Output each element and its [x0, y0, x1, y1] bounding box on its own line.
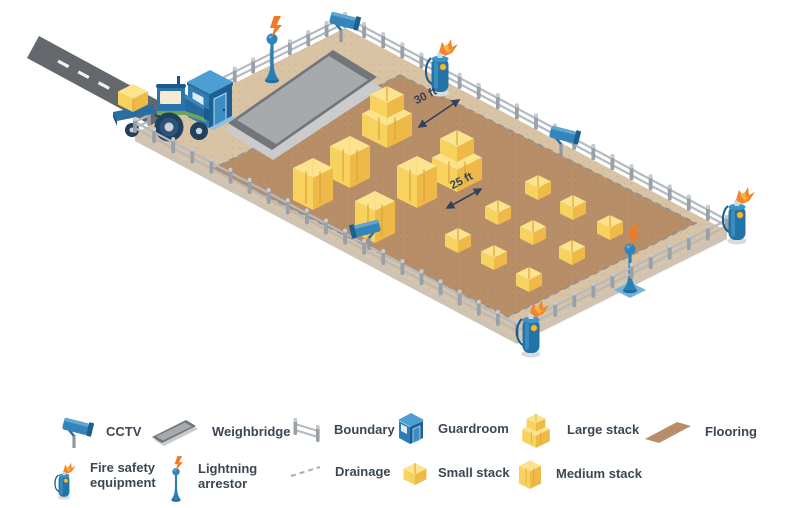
equipment-front-layer [348, 187, 755, 358]
legend-label-drainage: Drainage [335, 463, 391, 479]
drainage-icon [290, 466, 321, 477]
legend-label-guardroom: Guardroom [438, 420, 509, 436]
legend-item-cctv: CCTV [48, 412, 141, 452]
small-stack [525, 175, 551, 200]
trailer-bed [113, 104, 157, 121]
weighbridge-icon [152, 420, 198, 446]
legend-item-boundary: Boundary [290, 414, 395, 446]
legend-label-lightning-arrestor: Lightning arrestor [198, 461, 258, 491]
large-stack-icon [522, 413, 550, 448]
bale-right [133, 91, 148, 112]
small-stack [559, 240, 585, 265]
legend-item-fire-safety: Fire safety equipment [50, 452, 164, 500]
equipment-back-layer [265, 11, 582, 156]
small-stack [485, 200, 511, 225]
medium-stack [330, 136, 370, 188]
hay-stacks [293, 86, 623, 292]
legend-label-flooring: Flooring [705, 423, 757, 439]
large-stack [432, 130, 482, 192]
legend-label-fire-safety: Fire safety equipment [90, 460, 156, 490]
fire-extinguisher [424, 39, 458, 97]
guardroom-icon [398, 413, 424, 444]
large-stack [362, 86, 412, 148]
flooring-icon [645, 422, 691, 443]
boundary-fence-front [133, 117, 729, 336]
fire-extinguisher [515, 300, 549, 358]
column-spacing-arrow [445, 188, 483, 209]
legend-label-medium-stack: Medium stack [556, 465, 642, 481]
tractor-exhaust [177, 76, 180, 87]
tractor-roof [156, 84, 186, 88]
tractor-window [160, 91, 181, 104]
cctv-icon [62, 417, 95, 448]
cctv-camera [348, 219, 381, 250]
fire-extinguisher [721, 187, 755, 245]
medium-stack [293, 158, 333, 210]
bale-left [118, 91, 133, 112]
legend-item-flooring: Flooring [641, 418, 757, 446]
trailer-side [113, 112, 117, 126]
small-stack [560, 195, 586, 220]
small-stack [597, 215, 623, 240]
yard-scene: 30 ft 25 ft [27, 11, 755, 358]
small-stack [445, 228, 471, 253]
small-stack [481, 245, 507, 270]
legend-label-cctv: CCTV [106, 423, 142, 439]
cctv-camera [329, 11, 362, 42]
medium-stack [397, 156, 437, 208]
row-spacing-arrow [417, 99, 461, 128]
legend-item-lightning-arrestor: Lightning arrestor [166, 452, 272, 502]
weighbridge [224, 50, 382, 160]
legend-item-drainage: Drainage [289, 462, 391, 482]
legend-item-guardroom: Guardroom [396, 410, 509, 448]
tractor-grill [204, 107, 209, 121]
legend-item-weighbridge: Weighbridge [148, 416, 290, 448]
tractor-hood-top [185, 94, 206, 111]
fire-extinguisher-icon [54, 462, 76, 500]
boundary-icon [293, 418, 320, 442]
lightning-arrestor [265, 16, 282, 84]
small-stack [520, 220, 546, 245]
legend-item-small-stack: Small stack [402, 460, 510, 486]
drainage-line [210, 74, 698, 318]
weighbridge-deck [237, 56, 368, 144]
legend-label-large-stack: Large stack [567, 421, 640, 437]
guardroom-door-knob [222, 108, 226, 112]
guardroom-step [209, 116, 236, 130]
small-stack-icon [403, 463, 427, 485]
cctv-camera [549, 125, 582, 156]
legend-label-weighbridge: Weighbridge [212, 423, 291, 439]
medium-stack-icon [519, 460, 541, 489]
trailer-hay-bale [118, 84, 148, 112]
legend-item-medium-stack: Medium stack [514, 458, 642, 490]
small-stack [516, 267, 542, 292]
legend-item-large-stack: Large stack [515, 410, 639, 450]
lightning-arrestor-icon [171, 456, 183, 502]
legend-label-small-stack: Small stack [438, 464, 510, 480]
legend-label-boundary: Boundary [334, 421, 395, 437]
guardroom-roof-edge-left [187, 82, 210, 97]
tractor-front-hub [195, 127, 203, 135]
tractor-rear-hub [164, 122, 174, 132]
